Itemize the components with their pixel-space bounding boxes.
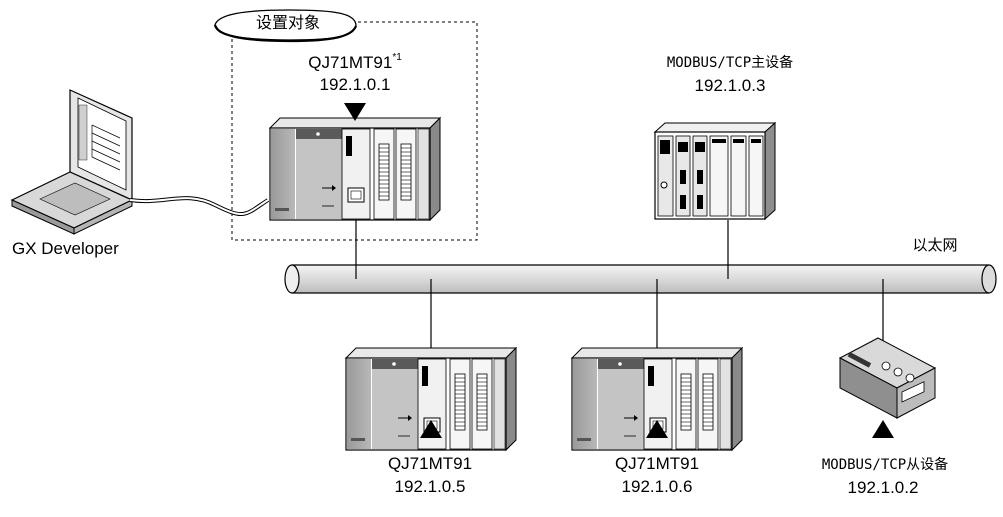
- setting-target-label: 设置对象: [255, 13, 320, 32]
- plc-a-ip: 192.1.0.5: [394, 477, 466, 496]
- target-plc-ip: 192.1.0.1: [319, 75, 391, 94]
- plc-b-ip: 192.1.0.6: [621, 477, 693, 496]
- plc-b-model: QJ71MT91: [614, 454, 700, 473]
- footnote-marker: *1: [392, 52, 402, 63]
- modbus-master-ip: 192.1.0.3: [694, 76, 766, 95]
- pointer-triangles: [344, 103, 894, 438]
- modbus-slave-ip: 192.1.0.2: [847, 478, 919, 497]
- modbus-master-device: [653, 121, 777, 221]
- plc-rack-a: [344, 346, 518, 452]
- programming-cable: [129, 197, 269, 216]
- ethernet-cable: [284, 264, 997, 294]
- modbus-slave-title: MODBUS/TCP从设备: [821, 457, 949, 473]
- plc-a-model: QJ71MT91: [387, 454, 473, 473]
- laptop-icon: [10, 89, 134, 235]
- plc-rack-target: [268, 116, 442, 222]
- target-plc-model: QJ71MT91: [308, 53, 393, 72]
- plc-rack-b: [570, 346, 744, 452]
- network-drop-lines: [355, 220, 884, 350]
- setting-target-tag: [213, 9, 358, 43]
- gx-developer-label: GX Developer: [12, 239, 119, 258]
- modbus-master-title: MODBUS/TCP主设备: [666, 55, 794, 71]
- ethernet-label: 以太网: [912, 236, 958, 254]
- modbus-slave-device: [838, 337, 937, 419]
- target-plc-model-label: QJ71MT91*1: [290, 52, 420, 72]
